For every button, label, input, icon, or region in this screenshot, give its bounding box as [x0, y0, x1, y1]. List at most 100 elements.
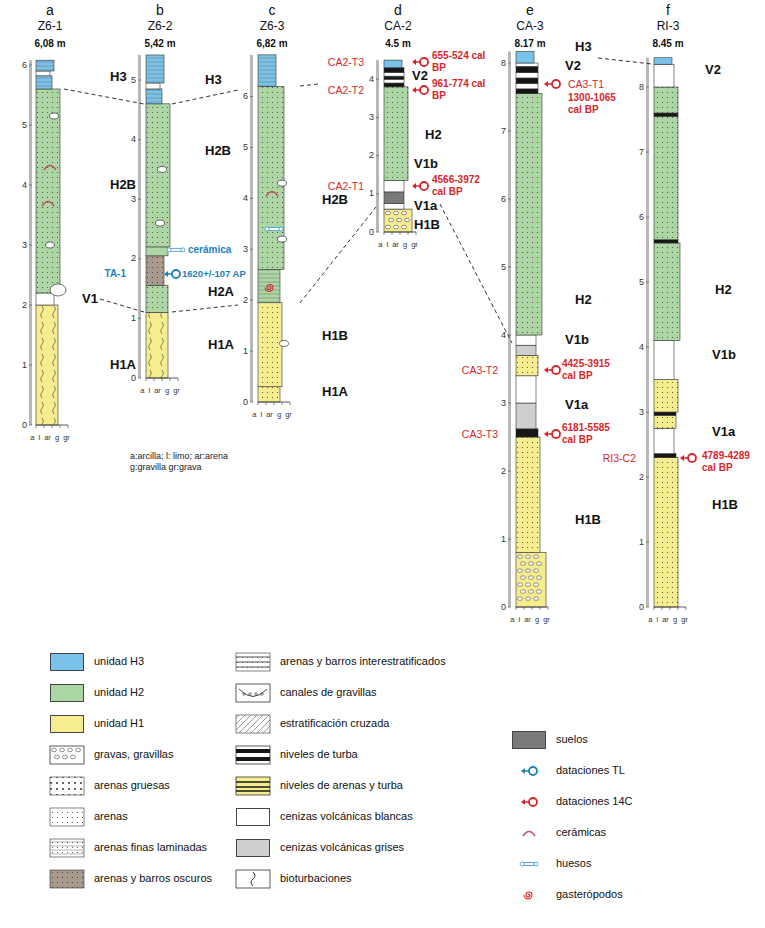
stratum — [36, 60, 54, 71]
stratum-texture — [654, 415, 676, 428]
depth-number: 4 — [369, 74, 374, 85]
bone-end — [534, 862, 538, 866]
peat-band — [236, 749, 270, 753]
bone-end — [520, 862, 524, 866]
unit-label: H1A — [322, 384, 348, 400]
stratum-texture — [654, 380, 678, 413]
stratum — [258, 270, 280, 303]
column-name: Z6-1 — [38, 19, 63, 33]
depth-number: 6 — [501, 194, 506, 205]
legend-sample — [236, 684, 270, 702]
depth-number: 0 — [369, 227, 374, 238]
grain-scale-label: a l ar g gr — [510, 615, 550, 624]
stratum — [36, 89, 60, 293]
correlation-line — [64, 89, 144, 104]
channel-gravel — [249, 693, 252, 696]
grain-tick — [670, 607, 671, 610]
stratum — [516, 429, 538, 437]
grain-scale-label: a l ar g gr — [30, 433, 70, 442]
depth-tick — [138, 378, 141, 379]
clast — [156, 220, 165, 226]
stratum — [516, 335, 536, 345]
legend-label: niveles de arenas y turba — [280, 779, 403, 792]
grain-tick — [36, 425, 37, 428]
depth-axis — [508, 51, 511, 607]
gravel-clast — [520, 576, 525, 580]
stratum — [36, 76, 52, 89]
stratum — [258, 55, 276, 87]
legend-sample — [50, 808, 84, 826]
depth-tick — [250, 249, 253, 250]
stratum — [146, 89, 162, 104]
ceramic-symbol — [44, 166, 56, 171]
grain-tick — [290, 402, 291, 405]
stratum — [146, 55, 164, 83]
grain-tick — [532, 607, 533, 610]
grain-tick — [146, 378, 147, 381]
legend-sample-texture — [50, 870, 84, 888]
unit-label: H2B — [110, 177, 136, 193]
grain-tick — [274, 402, 275, 405]
grain-tick — [516, 607, 517, 610]
sample-code: CA3-T1 — [568, 78, 604, 91]
unit-label: V1b — [414, 156, 438, 172]
depth-number: 4 — [639, 342, 644, 353]
depth-number: 3 — [22, 240, 27, 251]
depth-tick — [29, 365, 32, 366]
legend-band — [236, 656, 270, 657]
stratum — [654, 113, 678, 116]
grain-tick — [266, 402, 267, 405]
gravel-clast — [396, 218, 401, 222]
stratum-texture — [258, 303, 282, 387]
gravel-clast — [536, 590, 541, 594]
ceramic-symbol — [266, 192, 278, 197]
unit-label: H3 — [205, 72, 222, 88]
grain-tick — [548, 607, 549, 610]
stratum-texture — [146, 89, 162, 104]
gravel-clast — [401, 211, 406, 215]
stratum — [146, 256, 164, 286]
legend-label: arenas — [94, 810, 128, 823]
column-letter: d — [394, 2, 402, 19]
depth-tick — [646, 152, 649, 153]
legend-label: niveles de turba — [280, 748, 358, 761]
gravel-clast — [67, 748, 72, 752]
tl-date-label: 1620+/-107 AP — [182, 268, 246, 279]
stratum — [36, 71, 50, 76]
depth-tick — [29, 305, 32, 306]
grain-tick — [170, 378, 171, 381]
gravel-clast — [520, 590, 525, 594]
depth-tick — [376, 117, 379, 118]
ceramic-symbol — [523, 832, 535, 837]
gravel-clast — [393, 211, 398, 215]
stratum-texture — [36, 76, 52, 89]
column-letter: e — [526, 2, 534, 19]
depth-number: 5 — [639, 277, 644, 288]
date-arrowhead — [544, 431, 548, 437]
legend-label: unidad H2 — [94, 686, 144, 699]
grain-tick — [662, 607, 663, 610]
legend-sample-texture — [50, 808, 84, 826]
depth-number: 3 — [243, 244, 248, 255]
gravel-clast — [517, 583, 522, 587]
depth-tick — [29, 125, 32, 126]
stratum-texture — [36, 60, 54, 71]
column-height: 4.5 m — [385, 38, 411, 50]
stratum-texture — [384, 87, 408, 181]
stratum — [516, 355, 538, 375]
gravel-clast — [54, 755, 59, 759]
column-letter: c — [269, 2, 276, 19]
stratum — [516, 83, 538, 88]
column-name: Z6-3 — [260, 19, 285, 33]
stratum-texture — [258, 387, 280, 402]
unit-label: H1A — [110, 357, 136, 373]
stratum-texture — [654, 243, 680, 341]
unit-label: H2B — [322, 192, 348, 208]
stratum — [384, 76, 404, 79]
gravel-clast — [70, 755, 75, 759]
stratum-texture — [516, 437, 540, 553]
unit-label: V1b — [712, 347, 736, 363]
gravel-clast — [401, 225, 406, 229]
stratum — [654, 428, 674, 453]
